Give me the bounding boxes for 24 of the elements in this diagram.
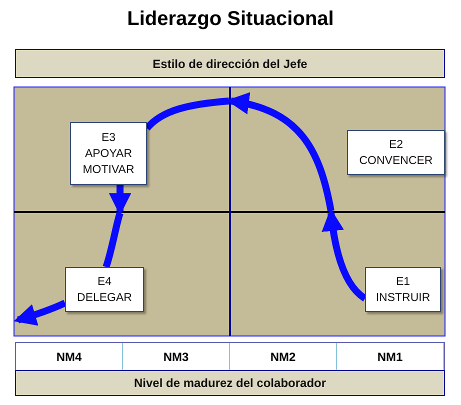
node-title: E3 bbox=[100, 130, 117, 146]
header-band bbox=[15, 49, 445, 78]
node-title: E2 bbox=[388, 138, 404, 152]
style-box bbox=[347, 130, 445, 175]
node-title: Nivel de madurez del colaborador bbox=[132, 375, 328, 391]
curved-arrow bbox=[14, 300, 66, 326]
node-text: INSTRUIR bbox=[374, 290, 432, 306]
style-box bbox=[65, 267, 144, 312]
style-box bbox=[70, 122, 147, 185]
header-band bbox=[15, 370, 445, 396]
node-text: APOYAR MOTIVAR bbox=[82, 146, 136, 178]
vertical-axis bbox=[229, 87, 231, 336]
curved-line bbox=[102, 212, 124, 268]
curved-arrow bbox=[108, 185, 132, 216]
node-title: E4 bbox=[96, 274, 113, 290]
node-text: DELEGAR bbox=[76, 290, 133, 306]
node-title: E1 bbox=[394, 274, 412, 290]
horizontal-axis bbox=[14, 211, 445, 213]
curved-arrow bbox=[322, 208, 368, 302]
style-box bbox=[365, 267, 441, 312]
node-text: CONVENCER bbox=[358, 154, 434, 168]
curved-arrow bbox=[226, 93, 334, 212]
node-title: Estilo de dirección del Jefe bbox=[152, 56, 308, 72]
title: Liderazgo Situacional bbox=[126, 8, 335, 31]
